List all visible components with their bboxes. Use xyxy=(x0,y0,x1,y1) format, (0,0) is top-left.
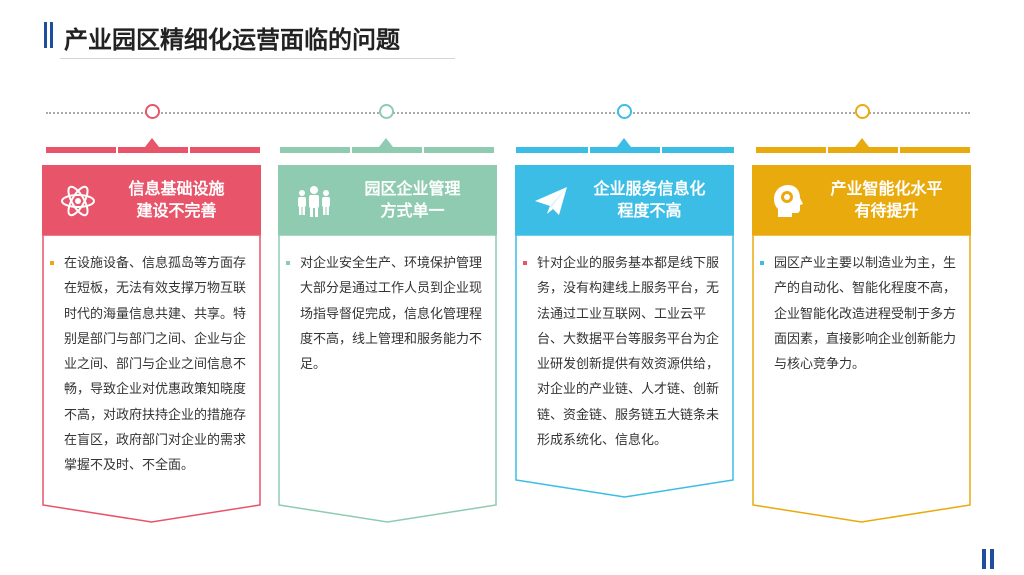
card-title-line1: 园区企业管理 xyxy=(364,179,461,198)
corner-mark-icon xyxy=(982,549,996,569)
accent-stripe-3 xyxy=(516,147,734,153)
card-title-line2: 建设不完善 xyxy=(136,201,217,220)
card-header: 产业智能化水平 有待提升 xyxy=(752,165,971,235)
bullet-icon xyxy=(523,261,527,265)
pointer-3 xyxy=(617,138,631,147)
card-title-line1: 信息基础设施 xyxy=(128,179,225,198)
card-title-line1: 产业智能化水平 xyxy=(830,179,943,198)
card-text: 针对企业的服务基本都是线下服务，没有构建线上服务平台，无法通过工业互联网、工业云… xyxy=(537,256,720,449)
accent-stripe-1 xyxy=(46,147,260,153)
accent-stripe-2 xyxy=(280,147,494,153)
bullet-icon xyxy=(286,261,290,265)
paper-plane-icon xyxy=(535,187,567,215)
card-header: 信息基础设施 建设不完善 xyxy=(42,165,261,235)
timeline-line xyxy=(46,112,970,114)
card-title-line2: 程度不高 xyxy=(617,201,682,220)
card-header: 园区企业管理 方式单一 xyxy=(278,165,497,235)
card-title-line2: 方式单一 xyxy=(380,201,445,220)
timeline-node-4 xyxy=(855,104,870,119)
timeline-node-3 xyxy=(617,104,632,119)
card-text: 对企业安全生产、环境保护管理大部分是通过工作人员到企业现场指导督促完成，信息化管… xyxy=(300,256,483,373)
timeline-node-1 xyxy=(145,104,160,119)
page-title: 产业园区精细化运营面临的问题 xyxy=(64,26,400,54)
accent-stripe-4 xyxy=(756,147,970,153)
bullet-icon xyxy=(50,261,54,265)
title-mark-icon xyxy=(44,22,53,48)
card-header: 企业服务信息化 程度不高 xyxy=(515,165,734,235)
card-title-line1: 企业服务信息化 xyxy=(593,179,706,198)
pointer-4 xyxy=(855,138,869,147)
timeline-node-2 xyxy=(379,104,394,119)
pointer-1 xyxy=(145,138,159,147)
pointer-2 xyxy=(379,138,393,147)
people-icon xyxy=(298,186,330,217)
card-text: 在设施设备、信息孤岛等方面存在短板，无法有效支撑万物互联时代的海量信息共建、共享… xyxy=(64,256,247,474)
card-text: 园区产业主要以制造业为主，生产的自动化、智能化程度不高，企业智能化改造进程受制于… xyxy=(774,256,957,373)
brain-head-icon xyxy=(774,185,803,217)
title-divider xyxy=(60,58,455,59)
bullet-icon xyxy=(760,261,764,265)
card-title-line2: 有待提升 xyxy=(854,201,919,220)
atom-icon xyxy=(61,185,95,217)
